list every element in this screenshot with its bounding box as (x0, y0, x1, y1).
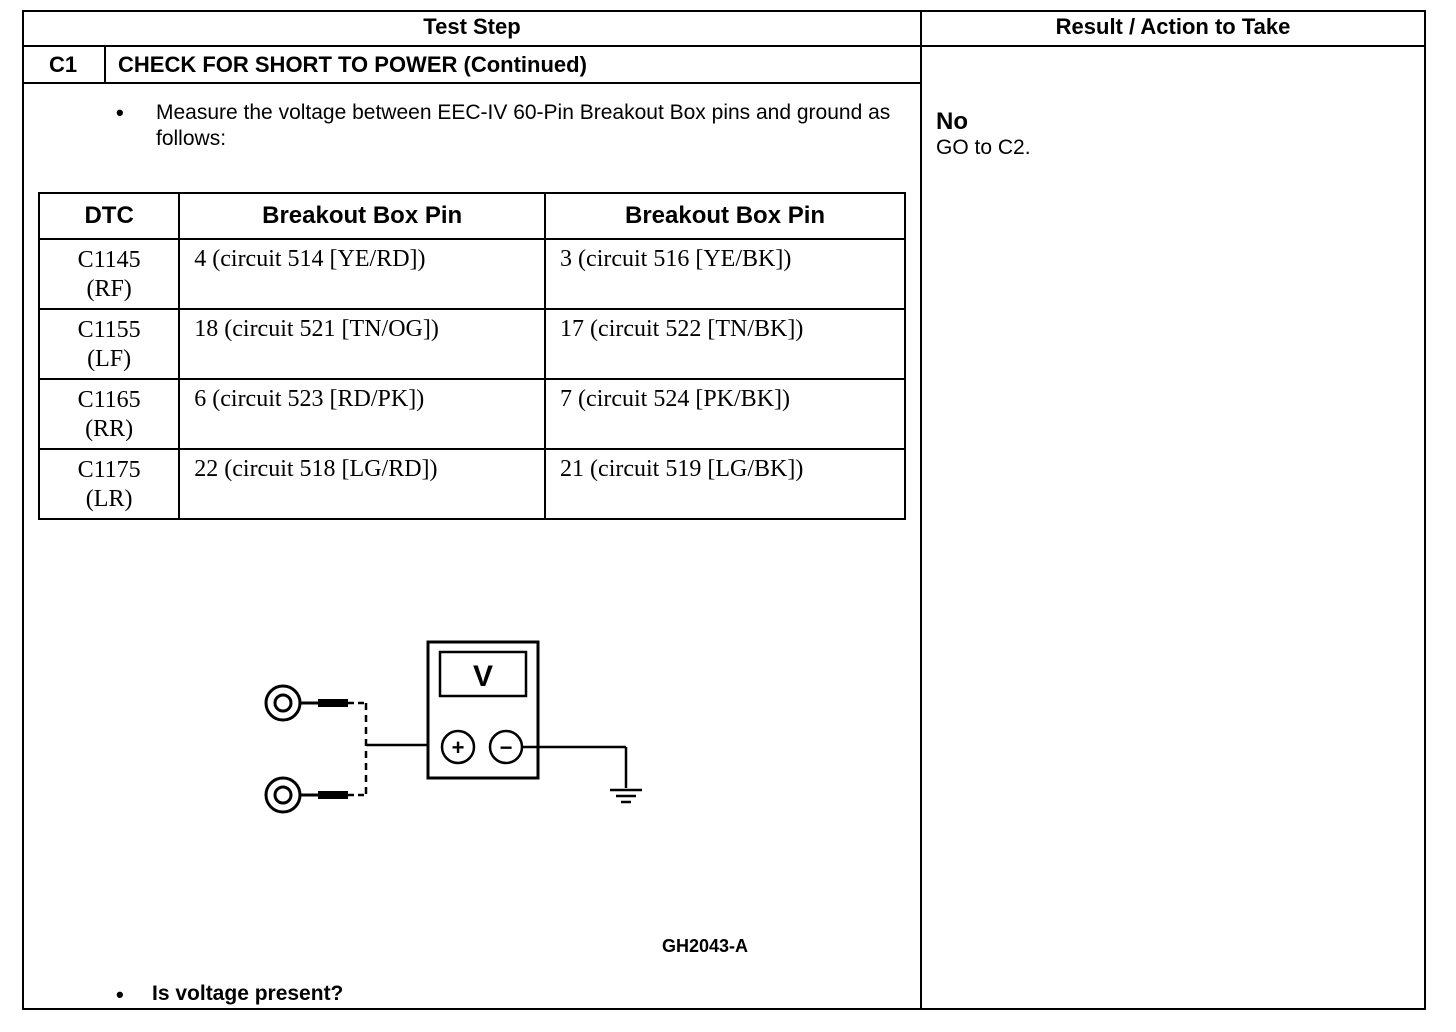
dtc-location: (LF) (87, 346, 132, 372)
result-answer: No (936, 108, 968, 135)
dtc-location: (LR) (85, 486, 133, 512)
ground-icon (522, 745, 642, 804)
voltmeter-display-label: V (473, 660, 493, 693)
probe-connector-top-icon (264, 684, 348, 722)
page-frame (22, 10, 1426, 1010)
positive-terminal-label: + (452, 735, 465, 760)
dtc-code: C1165 (77, 387, 141, 413)
column-header-pin-2: Breakout Box Pin (544, 192, 906, 240)
pin-cell: 17 (circuit 522 [TN/BK]) (544, 308, 906, 380)
instruction-text: Measure the voltage between EEC-IV 60-Pi… (156, 101, 891, 150)
table-row: C1155 (LF) 18 (circuit 521 [TN/OG]) 17 (c… (37, 308, 906, 380)
breakout-pin-table: DTC Breakout Box Pin Breakout Box Pin C1… (37, 192, 906, 520)
dtc-location: (RF) (86, 276, 132, 302)
dtc-cell: C1175 (LR) (37, 448, 181, 520)
step-id: C1 (48, 52, 78, 77)
dtc-cell: C1145 (RF) (37, 238, 181, 310)
column-header-pin-1: Breakout Box Pin (178, 192, 547, 240)
bullet-icon: • (116, 100, 124, 125)
bullet-icon: • (116, 982, 124, 1007)
result-action-header: Result / Action to Take (1055, 14, 1291, 39)
column-header-dtc: DTC (37, 192, 181, 240)
table-row: C1145 (RF) 4 (circuit 514 [YE/RD]) 3 (cir… (37, 238, 906, 310)
test-step-header: Test Step (423, 14, 521, 39)
dtc-code: C1145 (77, 247, 141, 273)
probe-connector-bottom-icon (264, 776, 348, 814)
column-divider (920, 10, 922, 1010)
table-row: C1165 (RR) 6 (circuit 523 [RD/PK]) 7 (cir… (37, 378, 906, 450)
voltmeter-diagram: V + − (264, 640, 642, 814)
pin-cell: 7 (circuit 524 [PK/BK]) (544, 378, 906, 450)
step-title: CHECK FOR SHORT TO POWER (Continued) (118, 52, 587, 77)
table-header-row: DTC Breakout Box Pin Breakout Box Pin (37, 192, 906, 240)
figure-id: GH2043-A (662, 936, 749, 956)
dtc-cell: C1165 (RR) (37, 378, 181, 450)
pin-cell: 3 (circuit 516 [YE/BK]) (544, 238, 906, 310)
dtc-location: (RR) (85, 416, 134, 442)
pin-cell: 18 (circuit 521 [TN/OG]) (178, 308, 547, 380)
result-action: GO to C2. (936, 136, 1031, 159)
header-divider (22, 45, 1426, 47)
dtc-code: C1175 (77, 457, 141, 483)
step-id-divider (104, 45, 106, 83)
pin-cell: 22 (circuit 518 [LG/RD]) (178, 448, 547, 520)
negative-terminal-label: − (500, 735, 513, 760)
jumper-lead-icon (348, 701, 440, 797)
pin-cell: 21 (circuit 519 [LG/BK]) (544, 448, 906, 520)
dtc-code: C1155 (77, 317, 141, 343)
step-title-divider (22, 82, 922, 84)
table-row: C1175 (LR) 22 (circuit 518 [LG/RD]) 21 (c… (37, 448, 906, 520)
pin-cell: 4 (circuit 514 [YE/RD]) (178, 238, 547, 310)
question-text: Is voltage present? (152, 982, 344, 1005)
dtc-cell: C1155 (LF) (37, 308, 181, 380)
voltmeter-icon: V + − (426, 640, 540, 780)
pin-cell: 6 (circuit 523 [RD/PK]) (178, 378, 547, 450)
